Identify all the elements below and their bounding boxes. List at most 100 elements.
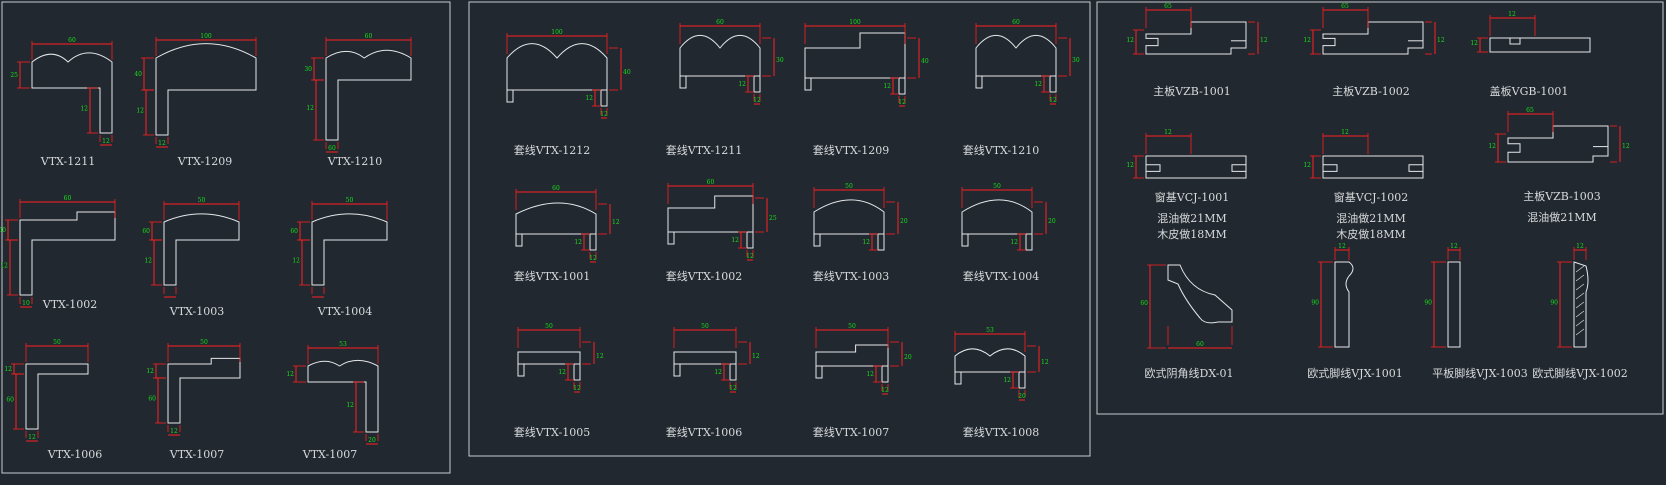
panel-frames — [1, 1, 1664, 474]
dimension-value: 12 — [0, 263, 8, 270]
drawing-label: 窗基VCJ-1002 — [1334, 190, 1408, 204]
drawing-label: VTX-1209 — [177, 155, 232, 168]
dimension-value: 12 — [1041, 359, 1049, 366]
dimension-value: 12 — [1488, 143, 1496, 150]
profile-outline — [517, 351, 581, 365]
dimension-value: 12 — [1126, 37, 1134, 44]
dimension-value: 65 — [1164, 3, 1172, 10]
dimension-value: 12 — [102, 138, 110, 145]
profile-outline — [1145, 21, 1247, 55]
dimension-value: 12 — [170, 428, 178, 435]
profile-outline — [325, 49, 412, 141]
dimension-value: 12 — [574, 239, 582, 246]
dimension-value: 60 — [68, 37, 76, 44]
dimension-value: 50 — [848, 323, 856, 330]
dimension-value: 20 — [900, 218, 908, 225]
dimension-value: 65 — [1341, 3, 1349, 10]
dimension-value: 12 — [589, 255, 597, 262]
drawing-label: 平板脚线VJX-1003 — [1432, 366, 1528, 380]
profile-outline — [589, 234, 597, 251]
dimension-value: 40 — [134, 71, 142, 78]
dimension-value: 12 — [596, 353, 604, 360]
dimension-value: 12 — [292, 258, 300, 265]
profile-outline — [1322, 155, 1424, 179]
drawing-label: 套线VTX-1212 — [514, 143, 590, 157]
panel-border — [468, 1, 1091, 457]
dimension-value: 12 — [600, 111, 608, 118]
drawing-label: 盖板VGB-1001 — [1490, 84, 1569, 98]
dimension-value: 20 — [1018, 393, 1026, 400]
dimension-value: 25 — [769, 215, 777, 222]
dimension-value: 12 — [714, 369, 722, 376]
hatch-line — [1575, 310, 1585, 318]
drawing-label: VTX-1211 — [40, 155, 95, 168]
panel-border — [1, 1, 451, 474]
dimension-value: 12 — [1341, 129, 1349, 136]
profile-outline — [311, 213, 388, 286]
drawing-label: 套线VTX-1008 — [963, 425, 1039, 439]
profile-outline — [1334, 261, 1354, 348]
profile-outline — [1408, 164, 1423, 172]
dimension-value: 12 — [28, 434, 36, 441]
dimension-value: 12 — [136, 108, 144, 115]
dimension-value: 12 — [146, 368, 154, 375]
drawing-label: VTX-1002 — [42, 298, 97, 311]
dimension-value: 60 — [64, 195, 72, 202]
profile-outline — [155, 43, 257, 136]
drawing-label: 套线VTX-1001 — [514, 269, 590, 283]
panel-middle-casing-set: 100401212套线VTX-121260301212套线VTX-1211100… — [506, 19, 1080, 439]
dimension-value: 25 — [10, 72, 18, 79]
profile-outline — [975, 34, 1057, 77]
drawing-note: 混油做21MM — [1336, 211, 1406, 225]
drawing-label: 套线VTX-1007 — [813, 425, 889, 439]
dimension-value: 12 — [1303, 37, 1311, 44]
dimension-value: 90 — [1311, 300, 1319, 307]
dimension-value: 50 — [198, 197, 206, 204]
profile-outline — [679, 34, 761, 77]
hatch-line — [1575, 328, 1585, 336]
dimension-value: 12 — [753, 97, 761, 104]
panel-left-moulding-set: 60251212VTX-1211100401212VTX-12096030126… — [0, 33, 412, 461]
hatch-line — [1575, 301, 1585, 309]
dimension-value: 53 — [339, 341, 347, 348]
dimension-value: 12 — [612, 219, 620, 226]
dimension-value: 12 — [80, 106, 88, 113]
dimension-value: 50 — [701, 323, 709, 330]
dimension-value: 40 — [623, 69, 631, 76]
profile-outline — [667, 195, 754, 233]
dimension-value: 60 — [716, 19, 724, 26]
dimension-value: 12 — [585, 95, 593, 102]
dimension-value: 100 — [849, 19, 861, 26]
profile-outline — [600, 90, 608, 107]
profile-outline — [517, 364, 525, 377]
hatch-line — [1575, 274, 1585, 282]
drawing-label: VTX-1003 — [169, 305, 224, 318]
dimension-value: 60 — [148, 396, 156, 403]
dimension-value: 12 — [1049, 97, 1057, 104]
dimension-value: 50 — [845, 183, 853, 190]
dimension-value: 60 — [707, 179, 715, 186]
drawing-label: 套线VTX-1211 — [666, 143, 742, 157]
dimension-value: 12 — [881, 387, 889, 394]
dimension-value: 12 — [1338, 243, 1346, 250]
profile-outline — [1573, 261, 1589, 348]
profile-outline — [1018, 372, 1026, 389]
drawing-note: 混油做21MM — [1157, 211, 1227, 225]
hatch-line — [1575, 292, 1585, 300]
